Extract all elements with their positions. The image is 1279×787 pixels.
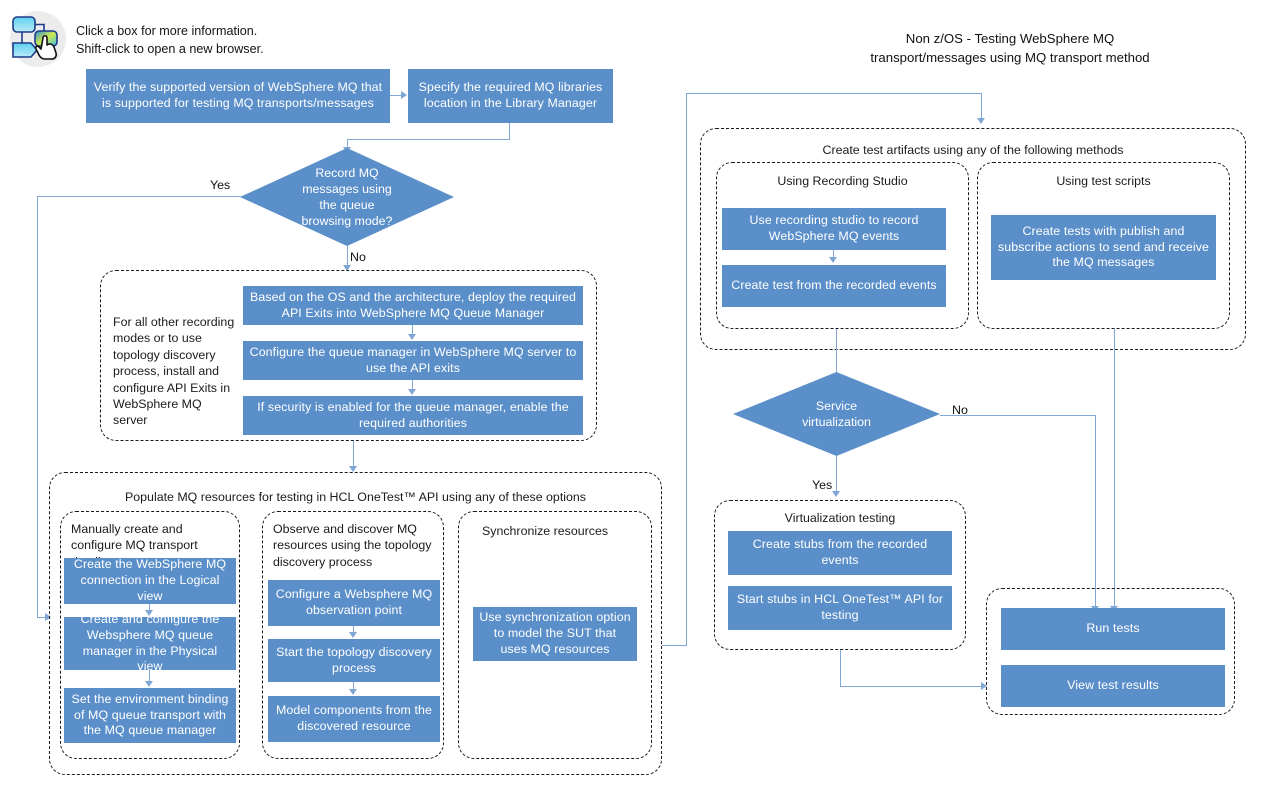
virtualization-testing-group [714,500,966,650]
populate-resources-title: Populate MQ resources for testing in HCL… [125,490,586,504]
flowchart-click-icon [6,8,68,70]
arrowhead-manual-2-3 [145,681,153,687]
connector-artifacts-to-virtualization [836,329,838,380]
decision-record-mq-messages[interactable]: Record MQ messages using the queue brows… [240,148,454,246]
connector-yes-into-populate [37,617,49,619]
page-title: Non z/OS - Testing WebSphere MQ transpor… [870,31,1150,65]
arrowhead-verify-to-specify [401,91,407,99]
step-configure-observation-point[interactable]: Configure a Websphere MQ observation poi… [268,580,440,626]
step-enable-authorities[interactable]: If security is enabled for the queue man… [243,396,583,435]
artifacts-column-test-scripts-heading: Using test scripts [1056,174,1151,188]
artifacts-column-test-scripts [977,162,1230,329]
populate-column-synchronize-heading: Synchronize resources [482,524,609,538]
connector-apiexits-to-populate [353,441,355,471]
step-create-test-from-events[interactable]: Create test from the recorded events [722,265,946,307]
step-specify-libraries[interactable]: Specify the required MQ libraries locati… [408,69,613,123]
step-create-mq-connection[interactable]: Create the WebSphere MQ connection in th… [64,557,236,604]
step-run-tests[interactable]: Run tests [1001,608,1225,650]
decision-service-virtualization[interactable]: Service virtualization [733,372,940,456]
step-verify-version[interactable]: Verify the supported version of WebSpher… [86,69,390,123]
step-set-environment-binding[interactable]: Set the environment binding of MQ queue … [64,688,236,743]
decision-record-yes-label: Yes [210,178,231,192]
connector-to-decision-vertical [347,139,349,148]
arrowhead-into-artifacts [977,118,985,124]
connector-verify-to-specify [390,95,402,97]
connector-populate-top [686,93,982,95]
decision-record-no-label: No [350,250,366,264]
step-create-stubs[interactable]: Create stubs from the recorded events [728,531,952,575]
connector-yes-left [37,196,241,198]
connector-testscripts-to-runtests [1114,329,1116,610]
populate-column-manual [60,511,240,759]
arrowhead-virtualization-yes [832,491,840,497]
connector-specify-down [509,123,511,140]
step-use-recording-studio[interactable]: Use recording studio to record WebSphere… [722,208,946,250]
connector-observe-2-3 [353,682,355,689]
arrowhead-observe-1-2 [349,632,357,638]
connector-populate-up [686,93,688,646]
arrowhead-manual-1-2 [145,610,153,616]
virtualization-testing-heading: Virtualization testing [784,511,896,525]
decision-record-label: Record MQ messages using the queue brows… [301,165,393,229]
connector-no-down [347,246,349,270]
connector-virtualization-no [940,415,1096,417]
create-artifacts-group [700,128,1246,350]
connector-deploy-to-configure [412,325,414,336]
populate-column-observe [262,511,444,759]
step-use-synchronization-option[interactable]: Use synchronization option to model the … [473,607,637,661]
populate-resources-group [49,472,662,775]
click-instructions: Click a box for more information. Shift-… [76,24,264,57]
connector-into-artifacts [981,93,983,120]
decision-virtualization-no-label: No [952,403,968,417]
arrowhead-configure-to-security [408,389,416,395]
step-configure-queue-manager[interactable]: Configure the queue manager in WebSphere… [243,341,583,380]
connector-manual-1-2 [149,604,151,612]
decision-virtualization-yes-label: Yes [812,478,833,492]
connector-recording-1-2 [833,250,835,258]
step-deploy-api-exits[interactable]: Based on the OS and the architecture, de… [243,286,583,325]
arrowhead-observe-2-3 [349,689,357,695]
artifacts-column-recording-studio-heading: Using Recording Studio [777,174,908,188]
step-view-test-results[interactable]: View test results [1001,665,1225,707]
step-start-stubs[interactable]: Start stubs in HCL OneTest™ API for test… [728,586,952,630]
create-artifacts-title: Create test artifacts using any of the f… [822,143,1124,157]
connector-yes-down [37,196,39,618]
connector-virtualization-yes [836,456,838,495]
connector-virtualization-to-runtests-down [840,650,842,687]
connector-virtualization-to-runtests [840,686,985,688]
decision-virtualization-label: Service virtualization [802,398,871,429]
step-create-queue-manager-physical[interactable]: Create and configure the Websphere MQ qu… [64,612,236,673]
arrowhead-recording-1-2 [829,257,837,263]
arrowhead-virtualization-to-runtests [981,682,987,690]
arrowhead-deploy-to-configure [408,334,416,340]
step-create-tests-pub-sub[interactable]: Create tests with publish and subscribe … [991,215,1216,280]
connector-manual-2-3 [149,670,151,682]
connector-to-decision-horizontal [347,139,510,141]
arrowhead-yes-into-populate [45,613,51,621]
populate-column-synchronize [458,511,652,759]
populate-column-observe-heading: Observe and discover MQ resources using … [273,522,432,569]
results-group [986,588,1235,715]
connector-virtualization-no-down [1095,415,1097,610]
step-model-components[interactable]: Model components from the discovered res… [268,696,440,742]
arrowhead-apiexits-to-populate [349,466,357,472]
api-exits-side-note: For all other recording modes or to use … [113,315,235,428]
connector-populate-to-right [662,645,687,647]
arrowhead-no-down [343,265,351,271]
connector-observe-1-2 [353,626,355,633]
api-exits-group [100,270,597,441]
step-start-topology-discovery[interactable]: Start the topology discovery process [268,639,440,682]
connector-configure-to-security [412,380,414,391]
artifacts-column-recording-studio [716,162,969,329]
